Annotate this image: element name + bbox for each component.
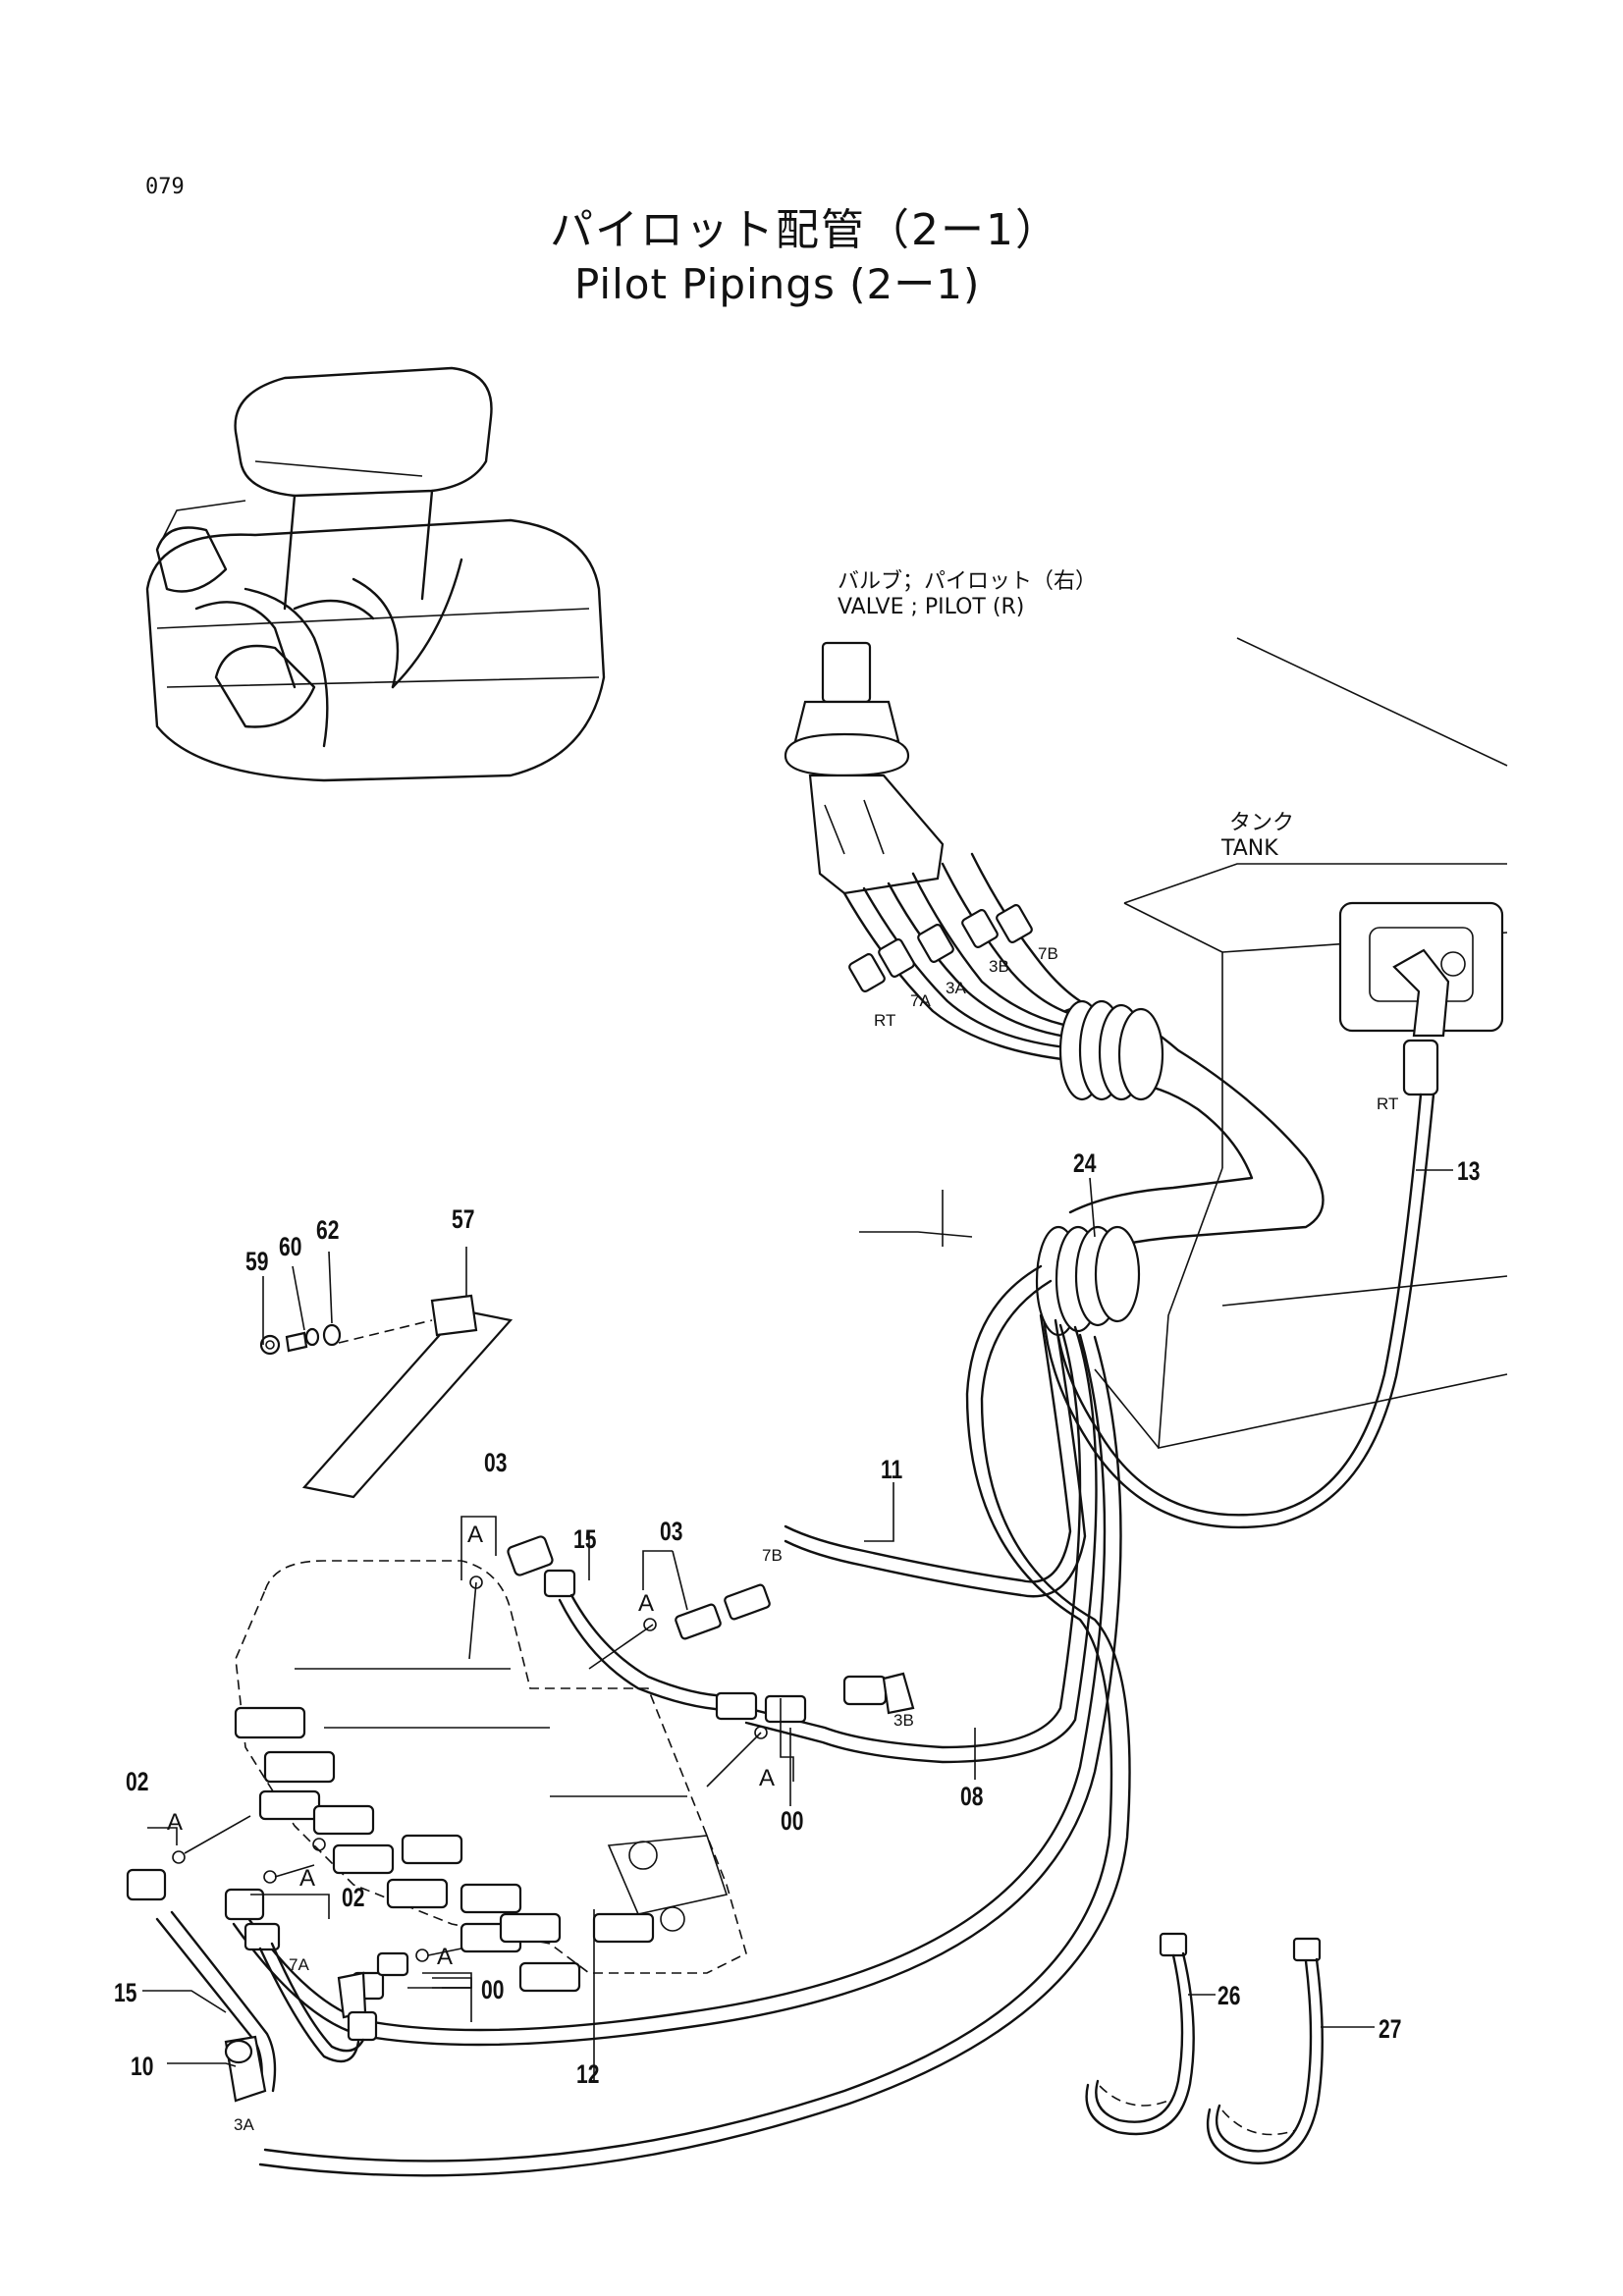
callout-11: 11 [881,1455,903,1484]
machine-overview-sketch [145,366,606,782]
callout-59: 59 [245,1247,269,1276]
hose-bands [1085,1932,1324,2164]
port-label-7b-valve: 7B [1038,944,1058,963]
reference-a-1: A [467,1522,484,1548]
callout-03-right: 03 [660,1517,683,1546]
valve-hoses [842,852,1097,1062]
reference-a-4: A [167,1809,184,1836]
cover-plate [259,1294,514,1499]
port-label-3a-valve: 3A [946,979,966,997]
callout-00-lower: 00 [481,1975,505,2004]
callout-02-middle: 02 [342,1883,365,1912]
callout-24: 24 [1073,1148,1097,1178]
port-label-3b-control: 3B [893,1711,914,1730]
page-title-english: Pilot Pipings (2ー1) [574,260,981,308]
valve-label-japanese: バルブ；パイロット（右） [838,569,1098,594]
reference-a-3: A [759,1765,776,1791]
callout-26: 26 [1217,1981,1241,2010]
tank-label-japanese: タンク [1229,811,1295,835]
callout-60: 60 [279,1232,302,1261]
port-label-3a-control: 3A [234,2115,254,2134]
callout-08: 08 [960,1782,984,1811]
valve-label-english: VALVE ; PILOT (R) [838,595,1025,619]
port-label-rt-tank: RT [1377,1095,1399,1113]
port-label-7a-valve: 7A [910,991,931,1010]
callout-27: 27 [1379,2014,1402,2044]
reference-a-6: A [437,1944,454,1970]
callout-62: 62 [316,1215,340,1245]
reference-a-2: A [638,1590,655,1617]
page-title-japanese: パイロット配管（2ー1） [550,205,1060,255]
callout-15-upper: 15 [573,1524,597,1554]
pilot-valve-r [784,641,945,895]
port-label-rt-valve: RT [874,1011,896,1030]
callout-13: 13 [1457,1156,1481,1186]
leader-lines [142,1169,1453,2081]
callout-03-left: 03 [484,1448,508,1477]
callout-12: 12 [576,2059,600,2089]
callout-00-right: 00 [781,1806,804,1836]
port-label-7b-control: 7B [762,1546,783,1565]
callout-10: 10 [131,2052,154,2081]
callout-02-left: 02 [126,1767,149,1796]
reference-a-5: A [299,1865,316,1892]
hose-protector-24 [1035,999,1325,1337]
fittings-upper [468,1535,915,1788]
port-label-7a-control: 7A [289,1955,309,1974]
callout-57: 57 [452,1204,475,1234]
hose-13 [1054,1093,1423,1517]
tank-label-english: TANK [1221,836,1278,861]
control-valve [234,1560,747,1993]
callout-15-lower: 15 [114,1978,137,2007]
port-label-3b-valve: 3B [989,957,1009,976]
page-number: 079 [145,175,185,199]
fittings-lower [126,1815,462,2103]
